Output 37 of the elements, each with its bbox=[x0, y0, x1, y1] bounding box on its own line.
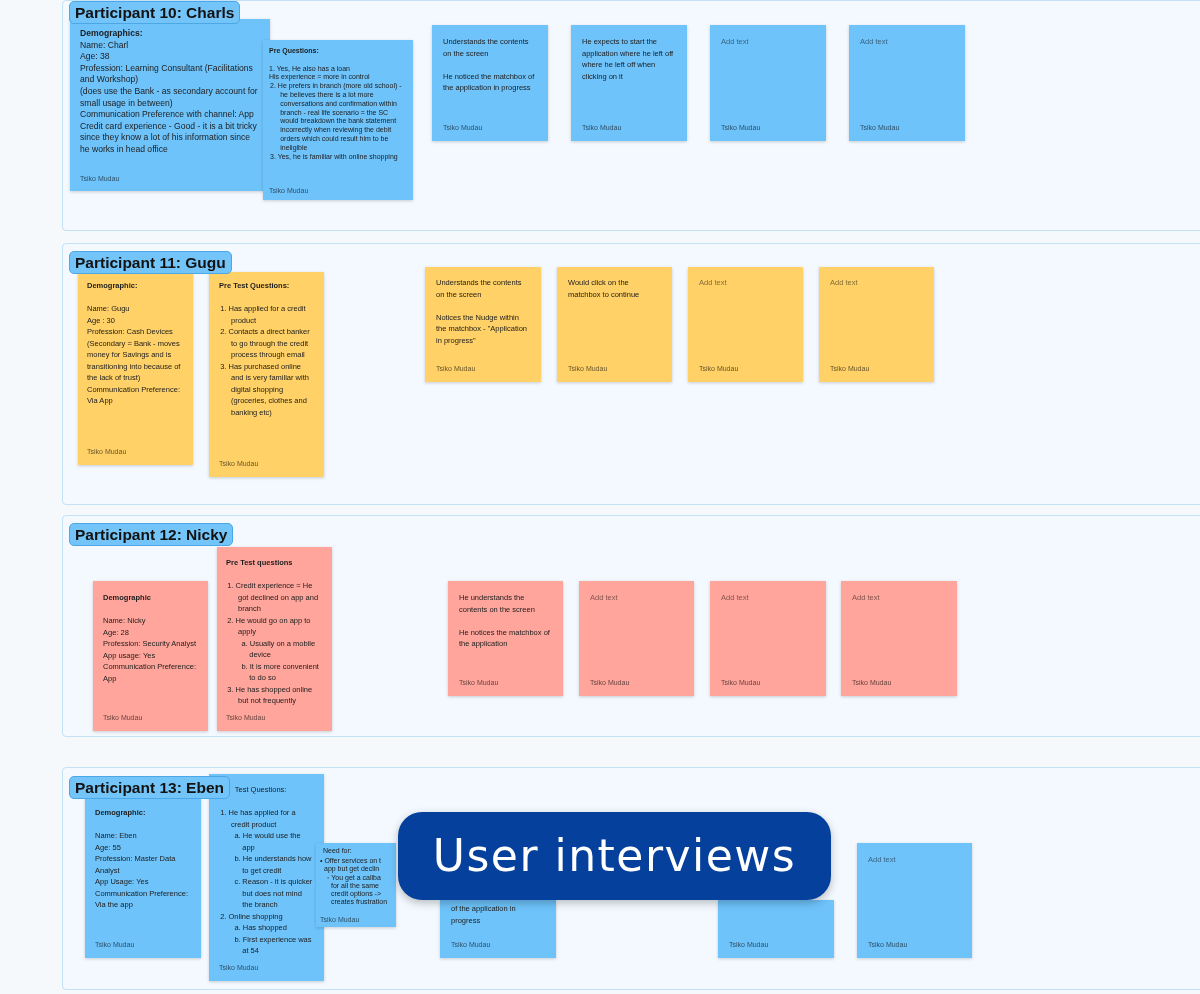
sticky-note bbox=[448, 581, 563, 696]
sticky-note bbox=[263, 40, 413, 200]
note-text: Communication Preference with channel: App bbox=[80, 109, 255, 121]
participant-frame bbox=[62, 243, 1200, 505]
note-text: (does use the Bank - as secondary account for small usage in between) bbox=[80, 85, 259, 110]
sticky-note bbox=[209, 272, 324, 477]
participant-frame bbox=[62, 515, 1200, 737]
sticky-note bbox=[841, 581, 957, 696]
note-text: Credit card experience - Good - it is a bit tricky since they know a lot of his information since he works in head office bbox=[80, 120, 258, 156]
sticky-note bbox=[688, 267, 803, 382]
sticky-note bbox=[718, 900, 834, 958]
note-text: Profession: Learning Consultant (Facilitations and Workshop) bbox=[80, 62, 254, 86]
sticky-note bbox=[857, 843, 972, 958]
sticky-note bbox=[440, 900, 556, 958]
sticky-note bbox=[710, 581, 826, 696]
participant-tag: Participant 10: Charls bbox=[69, 1, 241, 24]
sticky-note bbox=[78, 272, 193, 465]
note-text: Age: 38 bbox=[80, 51, 111, 63]
sticky-note bbox=[432, 25, 548, 141]
sticky-note bbox=[849, 25, 965, 141]
participant-tag: Participant 13: Eben bbox=[69, 776, 230, 799]
sticky-note bbox=[217, 547, 332, 731]
sticky-note bbox=[316, 843, 396, 927]
title-banner: User interviews bbox=[398, 812, 831, 900]
sticky-note bbox=[425, 267, 541, 382]
note-text: Name: Charl bbox=[80, 39, 130, 52]
sticky-note bbox=[710, 25, 826, 141]
sticky-note bbox=[579, 581, 694, 696]
participant-tag: Participant 11: Gugu bbox=[69, 251, 232, 274]
participant-frame bbox=[62, 0, 1200, 231]
sticky-note bbox=[819, 267, 934, 382]
participant-tag: Participant 12: Nicky bbox=[69, 523, 234, 546]
sticky-note bbox=[571, 25, 687, 141]
sticky-note bbox=[93, 581, 208, 731]
note-heading: Demographics: bbox=[80, 28, 144, 40]
sticky-note bbox=[85, 797, 201, 958]
sticky-note bbox=[557, 267, 672, 382]
